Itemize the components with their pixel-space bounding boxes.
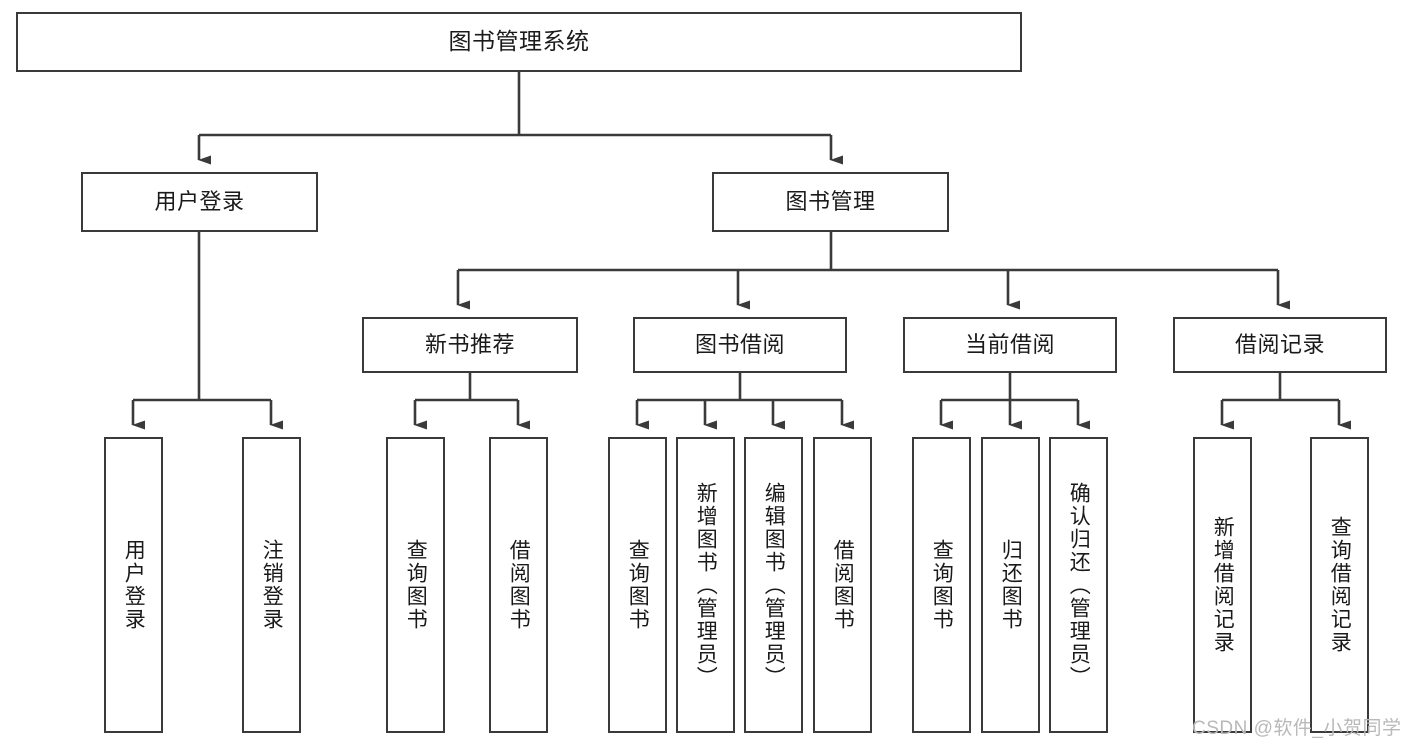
node-leaf-query-record-label: 查询借阅记录 xyxy=(1328,516,1352,654)
node-new-book-recommend[interactable]: 新书推荐 xyxy=(362,317,578,373)
node-current-borrow[interactable]: 当前借阅 xyxy=(903,317,1117,373)
node-leaf-borrow-book-1-label: 借阅图书 xyxy=(507,539,531,631)
node-leaf-confirm-return-label: 确认归还（管理员） xyxy=(1067,481,1091,689)
node-book-manage[interactable]: 图书管理 xyxy=(712,172,949,232)
node-leaf-query-book-1-label: 查询图书 xyxy=(404,539,428,631)
node-leaf-query-book-1[interactable]: 查询图书 xyxy=(386,437,445,733)
node-user-login-label: 用户登录 xyxy=(154,189,245,215)
node-root[interactable]: 图书管理系统 xyxy=(16,12,1022,72)
node-user-login[interactable]: 用户登录 xyxy=(81,172,318,232)
node-leaf-add-book-label: 新增图书（管理员） xyxy=(694,481,718,689)
node-leaf-borrow-book-1[interactable]: 借阅图书 xyxy=(489,437,548,733)
node-leaf-query-book-3-label: 查询图书 xyxy=(930,539,954,631)
node-leaf-logout[interactable]: 注销登录 xyxy=(242,437,301,733)
node-borrow-record[interactable]: 借阅记录 xyxy=(1173,317,1387,373)
node-leaf-edit-book[interactable]: 编辑图书（管理员） xyxy=(744,437,803,733)
node-leaf-query-book-2-label: 查询图书 xyxy=(626,539,650,631)
node-leaf-query-book-3[interactable]: 查询图书 xyxy=(912,437,971,733)
node-leaf-borrow-book-2-label: 借阅图书 xyxy=(831,539,855,631)
node-borrow-record-label: 借阅记录 xyxy=(1234,332,1325,358)
node-leaf-borrow-book-2[interactable]: 借阅图书 xyxy=(813,437,872,733)
node-leaf-add-book[interactable]: 新增图书（管理员） xyxy=(676,437,735,733)
node-new-book-recommend-label: 新书推荐 xyxy=(424,332,515,358)
node-leaf-add-record[interactable]: 新增借阅记录 xyxy=(1193,437,1252,733)
node-leaf-return-book-label: 归还图书 xyxy=(999,539,1023,631)
watermark: CSDN @软件_小贺同学 xyxy=(1192,718,1402,739)
node-leaf-edit-book-label: 编辑图书（管理员） xyxy=(762,481,786,689)
node-leaf-query-book-2[interactable]: 查询图书 xyxy=(608,437,667,733)
node-book-manage-label: 图书管理 xyxy=(785,189,876,215)
node-leaf-logout-label: 注销登录 xyxy=(260,539,284,631)
node-leaf-query-record[interactable]: 查询借阅记录 xyxy=(1310,437,1369,733)
node-book-borrow[interactable]: 图书借阅 xyxy=(633,317,847,373)
node-leaf-add-record-label: 新增借阅记录 xyxy=(1211,516,1235,654)
node-book-borrow-label: 图书借阅 xyxy=(694,332,785,358)
node-leaf-user-login[interactable]: 用户登录 xyxy=(104,437,163,733)
node-leaf-return-book[interactable]: 归还图书 xyxy=(981,437,1040,733)
node-current-borrow-label: 当前借阅 xyxy=(964,332,1055,358)
node-leaf-user-login-label: 用户登录 xyxy=(122,539,146,631)
node-root-label: 图书管理系统 xyxy=(448,28,590,55)
node-leaf-confirm-return[interactable]: 确认归还（管理员） xyxy=(1049,437,1108,733)
